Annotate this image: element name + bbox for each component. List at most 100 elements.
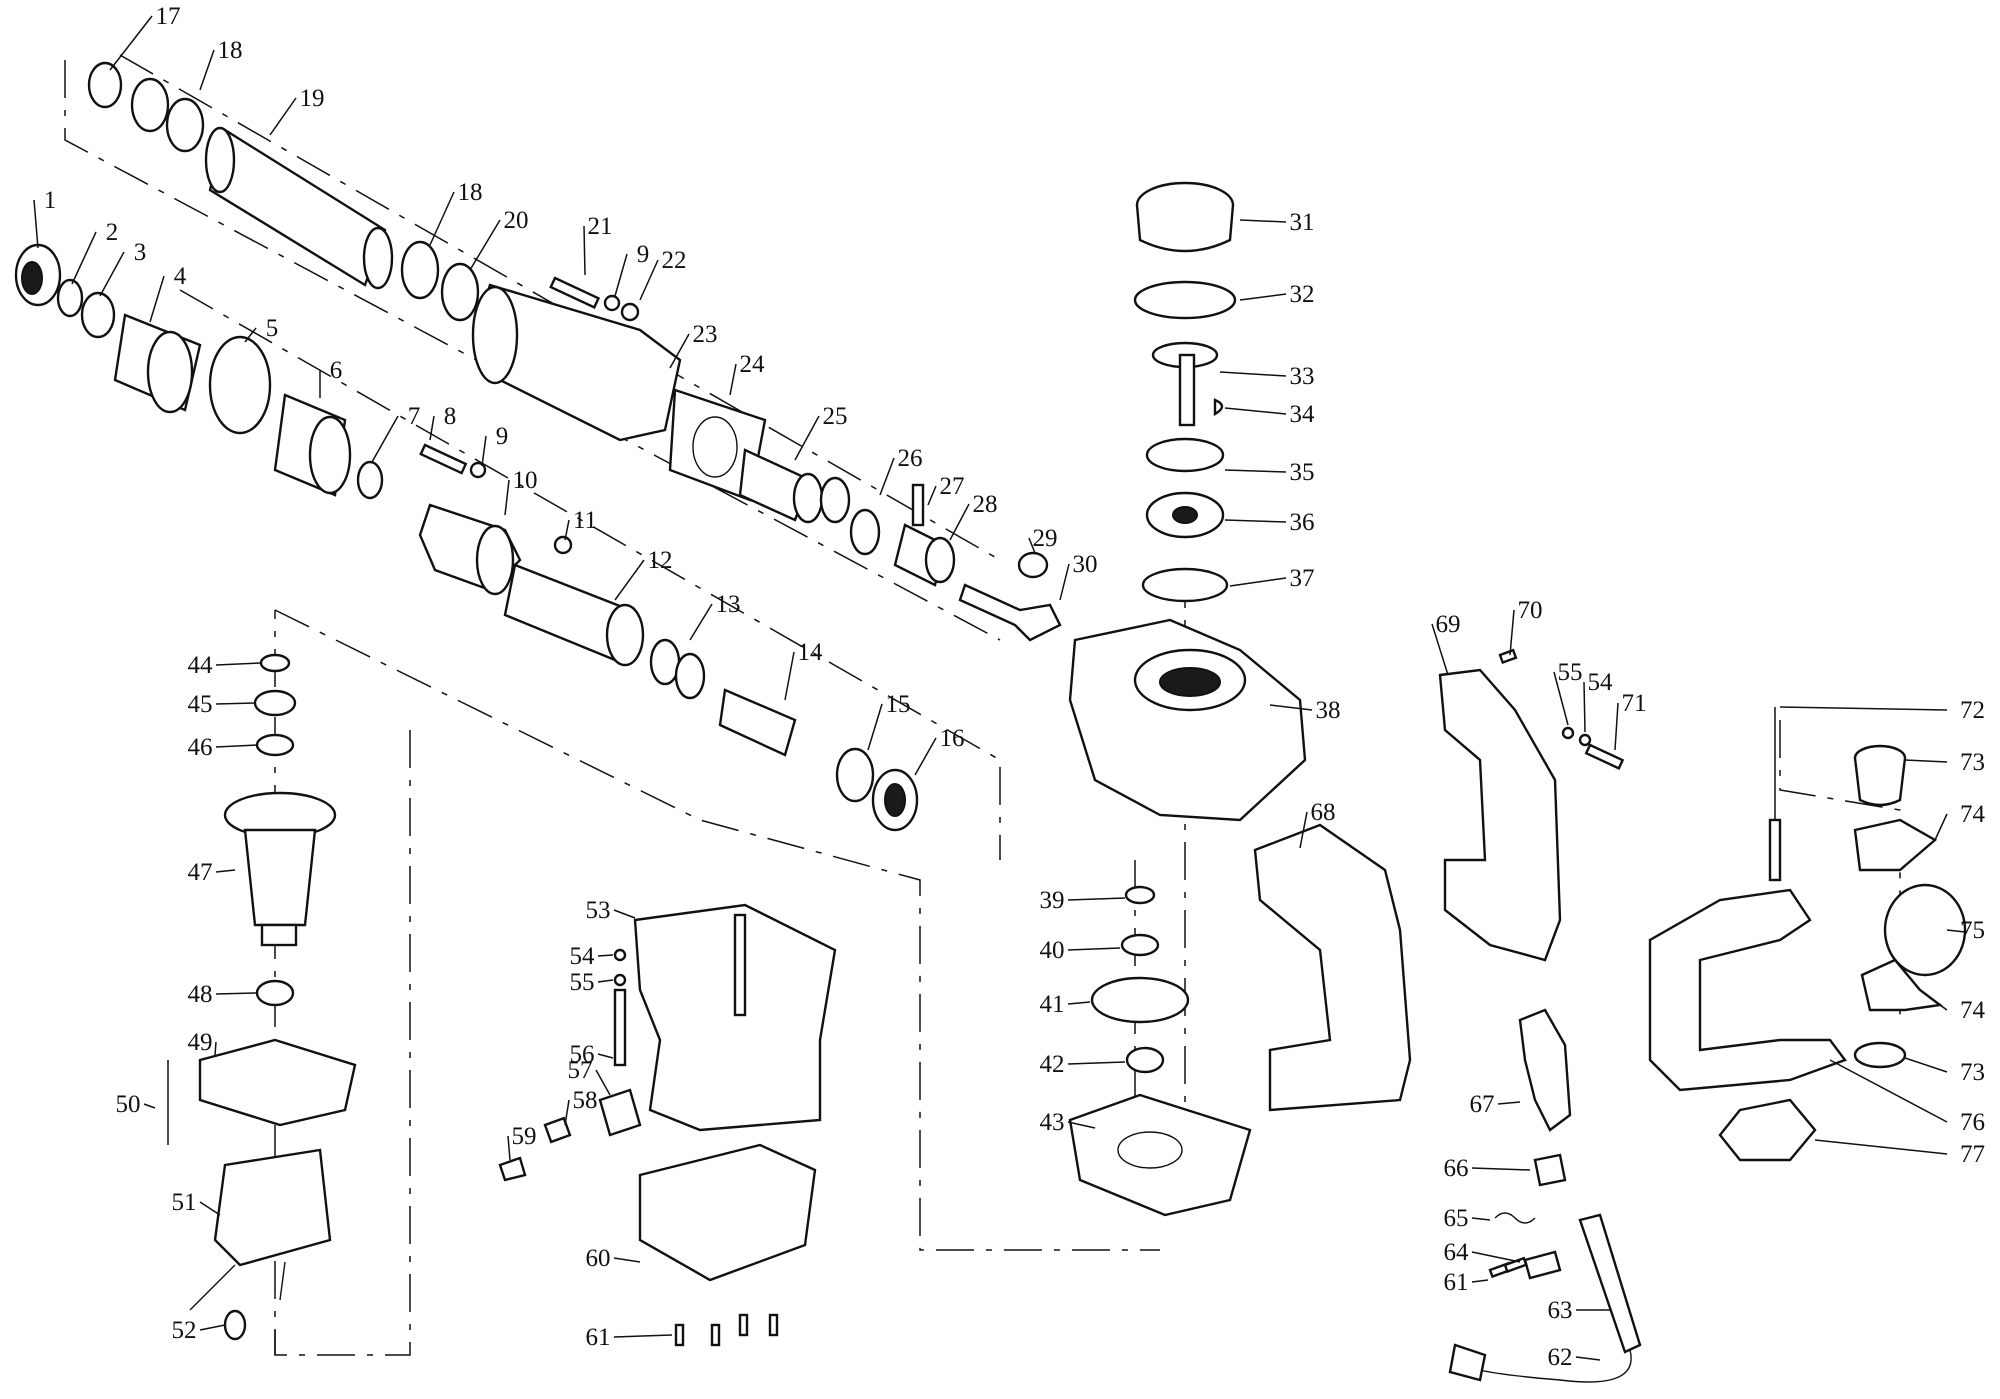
screw-71	[1584, 743, 1625, 770]
bearing-42	[1125, 1046, 1165, 1074]
o-ring-18a	[130, 77, 170, 133]
callout-leader-56	[597, 1053, 614, 1059]
callout-51: 51	[172, 1189, 197, 1216]
callout-70: 70	[1518, 597, 1543, 624]
callout-leader-59	[507, 1135, 511, 1161]
callout-65: 65	[1444, 1205, 1469, 1232]
callout-leader-55	[597, 979, 614, 983]
callout-leader-54	[597, 954, 614, 957]
screw-61-4	[768, 1313, 779, 1337]
callout-64: 64	[1444, 1239, 1470, 1266]
callout-leader-58	[564, 1099, 570, 1126]
callout-77: 77	[1960, 1141, 1985, 1168]
bearing-40	[1120, 933, 1160, 957]
callout-58: 58	[573, 1087, 598, 1114]
screw-61-2	[710, 1323, 721, 1347]
callout-30: 30	[1073, 551, 1098, 578]
callout-leader-5	[244, 327, 257, 343]
plug-62	[1448, 1343, 1487, 1382]
lower-housing-assembly	[498, 903, 837, 1347]
gear-41	[1090, 976, 1190, 1024]
callout-leader-51	[199, 1201, 221, 1216]
ball-11	[553, 535, 573, 555]
callout-leader-4	[149, 275, 165, 323]
callout-leader-37	[1229, 577, 1287, 587]
callout-leader-45	[215, 702, 256, 705]
callout-leader-31	[1239, 219, 1287, 223]
callout-8: 8	[444, 403, 457, 430]
callout-leader-73	[1904, 1057, 1948, 1073]
callout-48: 48	[188, 981, 213, 1008]
callout-17: 17	[156, 3, 181, 30]
callout-11: 11	[573, 507, 597, 534]
callout-33: 33	[1290, 363, 1315, 390]
crank-stack	[1068, 181, 1252, 1217]
callout-leader-71	[1614, 702, 1619, 751]
callout-leader-29	[1028, 537, 1036, 554]
callout-26: 26	[898, 445, 923, 472]
callout-61: 61	[586, 1324, 611, 1351]
washer-3	[80, 291, 116, 339]
side-handle-assembly	[1648, 707, 1967, 1162]
washer-15	[835, 747, 875, 803]
callout-32: 32	[1290, 281, 1315, 308]
base-plate-43	[1068, 1093, 1252, 1217]
callout-73: 73	[1960, 1059, 1985, 1086]
washer-44	[259, 653, 291, 673]
callout-leader-40	[1067, 947, 1121, 951]
o-ring-26b	[849, 508, 881, 556]
callout-leader-66	[1471, 1167, 1531, 1171]
callout-leader-49	[214, 1041, 217, 1056]
clamp-band-75	[1883, 883, 1967, 977]
callout-31: 31	[1290, 209, 1315, 236]
callout-leader-16	[914, 737, 937, 776]
callout-leader-8	[429, 415, 435, 441]
bearing-45	[253, 689, 297, 717]
callout-leader-9	[481, 435, 487, 467]
piston-25	[738, 448, 812, 522]
callout-19: 19	[300, 85, 325, 112]
callout-44: 44	[188, 652, 214, 679]
callout-leader-75	[1946, 929, 1966, 933]
o-ring-18c	[400, 240, 440, 300]
callout-leader-36	[1224, 519, 1287, 523]
connecting-rod-30	[958, 583, 1062, 642]
callout-leader-55	[1553, 671, 1569, 726]
callout-leader-18	[199, 49, 215, 91]
callout-leader-77	[1814, 1139, 1948, 1155]
callout-12: 12	[648, 547, 673, 574]
callout-leader-13	[689, 603, 713, 641]
callout-50: 50	[116, 1091, 141, 1118]
callout-leader-62	[1575, 1356, 1601, 1361]
callout-leader-15	[867, 703, 883, 751]
callout-23: 23	[693, 321, 718, 348]
callout-leader-32	[1239, 293, 1287, 301]
callout-leader-18	[429, 191, 455, 246]
washer-54b	[1578, 733, 1592, 747]
callout-46: 46	[188, 734, 213, 761]
callout-leader-12	[614, 559, 645, 601]
callout-leader-20	[469, 219, 501, 271]
callout-73: 73	[1960, 749, 1985, 776]
callout-leader-70	[1509, 609, 1515, 656]
ring-2	[56, 278, 84, 318]
callout-2: 2	[106, 219, 119, 246]
washer-9	[603, 294, 621, 312]
washer-46	[255, 733, 295, 757]
callout-29: 29	[1033, 525, 1058, 552]
circlip-35	[1145, 437, 1225, 473]
o-ring-26a	[819, 476, 851, 524]
callout-leader-14	[784, 651, 795, 701]
callout-37: 37	[1290, 565, 1315, 592]
callout-36: 36	[1290, 509, 1315, 536]
callout-40: 40	[1040, 937, 1065, 964]
bearing-48	[255, 979, 295, 1007]
switch-67	[1518, 1008, 1572, 1132]
callout-leader-52	[199, 1324, 226, 1331]
washer-55b	[1561, 726, 1575, 740]
callout-14: 14	[798, 639, 824, 666]
side-handle-76	[1648, 888, 1847, 1092]
callout-leader-34	[1224, 407, 1287, 415]
handle-half-69	[1438, 668, 1562, 962]
callout-leader-11	[564, 519, 570, 541]
